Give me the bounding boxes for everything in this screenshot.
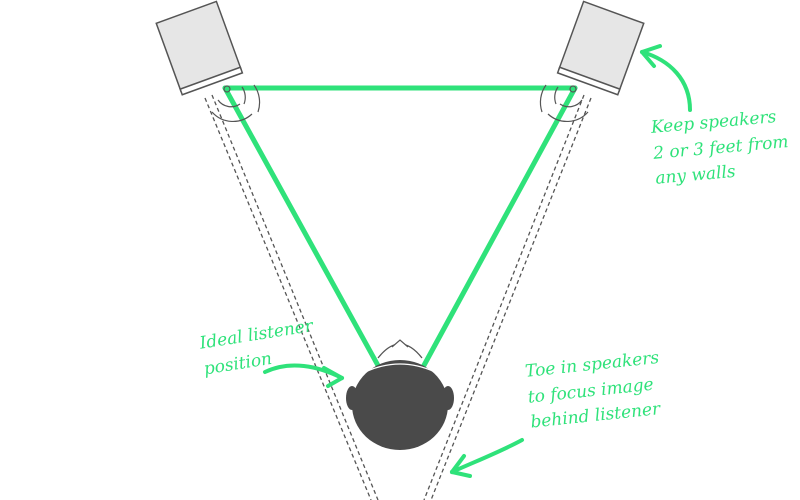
left-speaker-icon: [155, 0, 261, 123]
stereo-triangle: [222, 85, 578, 383]
right-speaker-icon: [539, 0, 645, 123]
arrow-toe-in-icon: [450, 438, 524, 478]
listener-head-icon: [346, 339, 454, 450]
annotation-toe-in: Toe in speakers to focus image behind li…: [524, 346, 666, 436]
left-toe-in-guide: [204, 94, 379, 500]
arrow-listener-icon: [263, 363, 344, 388]
right-toe-in-guide: [423, 94, 592, 500]
annotation-walls: Keep speakers 2 or 3 feet from any walls: [650, 104, 792, 192]
arrow-walls-icon: [640, 44, 692, 112]
